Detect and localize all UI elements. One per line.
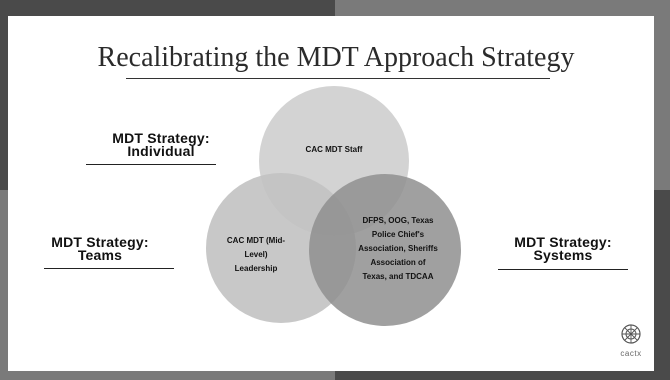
strategy-teams-label: MDT Strategy: Teams xyxy=(51,234,149,263)
frame-band-left-lower xyxy=(0,190,8,380)
frame-band-left-upper xyxy=(0,0,8,190)
venn-label-partners: DFPS, OOG, Texas Police Chief's Associat… xyxy=(358,216,438,281)
frame-band-top-left xyxy=(0,0,335,16)
cactx-logo-icon xyxy=(621,324,641,344)
frame-band-top-right xyxy=(335,0,670,16)
strategy-individual-rule xyxy=(86,164,216,165)
frame-band-right-upper xyxy=(654,0,670,190)
cactx-logo-text: cactx xyxy=(620,349,642,358)
strategy-systems-label: MDT Strategy: Systems xyxy=(514,234,612,263)
frame-band-bottom-left xyxy=(0,371,335,380)
cactx-logo: cactx xyxy=(616,322,646,362)
frame-band-right-lower xyxy=(654,190,670,380)
venn-label-leadership: CAC MDT (Mid-Level) Leadership xyxy=(226,236,286,273)
title-underline xyxy=(126,78,550,79)
slide-title: Recalibrating the MDT Approach Strategy xyxy=(97,42,575,73)
strategy-teams-rule xyxy=(44,268,174,269)
frame-band-bottom-right xyxy=(335,371,670,380)
strategy-individual-label: MDT Strategy: Individual xyxy=(112,130,210,159)
venn-circle-partners xyxy=(309,174,461,326)
venn-label-staff: CAC MDT Staff xyxy=(305,145,363,154)
strategy-systems-rule xyxy=(498,269,628,270)
